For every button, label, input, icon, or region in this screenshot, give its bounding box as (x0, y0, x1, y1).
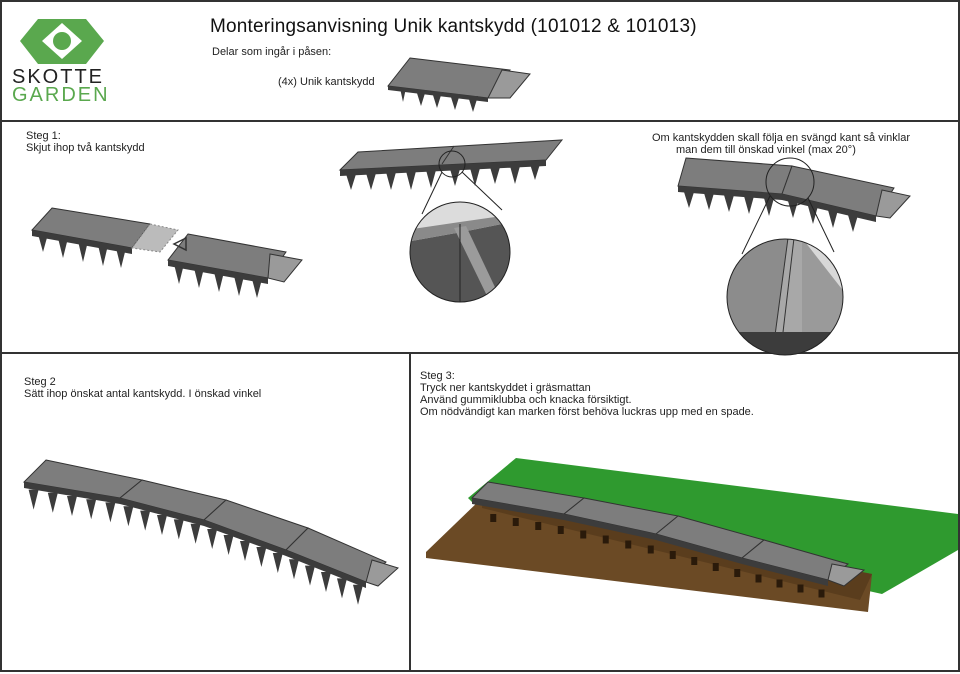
step3-heading: Steg 3: (420, 370, 455, 382)
step1-text: Skjut ihop två kantskydd (26, 142, 145, 154)
step3-line2: Använd gummiklubba och knacka försiktigt… (420, 394, 632, 406)
soil-slot (557, 526, 564, 534)
chain-tooth (140, 510, 151, 531)
chain-tooth (123, 506, 134, 527)
chain-tooth (305, 565, 315, 586)
parts-heading: Delar som ingår i påsen: (212, 46, 332, 58)
chain-tooth (353, 584, 363, 605)
logo-text-top: SKOTTE (12, 66, 105, 88)
soil-slot (580, 530, 587, 539)
soil-slot (691, 557, 698, 565)
chain-tooth (337, 578, 347, 599)
step3-slots (490, 514, 825, 598)
chain-tooth (207, 529, 218, 549)
step3-line3: Om nödvändigt kan marken först behöva lu… (420, 406, 754, 418)
step1-angle-note-line1: Om kantskydden skall följa en svängd kan… (652, 132, 911, 144)
soil-slot (490, 514, 497, 522)
page-title: Monteringsanvisning Unik kantskydd (1010… (210, 16, 697, 37)
step2-heading: Steg 2 (24, 376, 56, 388)
soil-slot (818, 589, 825, 598)
step1-angle-note-line2: man dem till önskad vinkel (max 20°) (676, 144, 856, 156)
soil-slot (776, 579, 783, 588)
step1-joined-illustration (338, 139, 564, 303)
chain-tooth (289, 559, 299, 580)
soil-slot (755, 574, 762, 583)
chain-tooth (157, 515, 167, 535)
chain-tooth (86, 499, 97, 520)
divider-top (2, 120, 960, 122)
chain-tooth (67, 496, 77, 516)
step2-teeth (28, 489, 363, 605)
logo-text-bottom: GARDEN (12, 84, 110, 106)
chain-tooth (28, 489, 39, 510)
soil-slot (647, 545, 654, 554)
step2-text: Sätt ihop önskat antal kantskydd. I önsk… (24, 388, 262, 400)
divider-middle (2, 352, 960, 354)
step1-join-illustration (31, 207, 303, 298)
step1-heading: Steg 1: (26, 130, 61, 142)
soil-slot (669, 551, 676, 559)
chain-tooth (173, 519, 184, 540)
chain-tooth (256, 547, 267, 567)
step1-angled-illustration (677, 157, 911, 356)
chain-tooth (190, 523, 201, 544)
step3-line1: Tryck ner kantskyddet i gräsmattan (420, 382, 591, 394)
chain-tooth (272, 553, 283, 573)
step2-chain-illustration (22, 459, 399, 605)
divider-vertical (409, 352, 411, 670)
step3-lawn-illustration (426, 458, 958, 612)
chain-tooth (47, 492, 58, 513)
soil-slot (625, 540, 632, 549)
soil-slot (535, 522, 542, 530)
chain-tooth (321, 572, 331, 592)
soil-slot (712, 563, 719, 571)
chain-tooth (223, 535, 234, 555)
chain-tooth (105, 502, 116, 523)
soil-slot (797, 584, 804, 593)
parts-item: (4x) Unik kantskydd (278, 76, 375, 88)
chain-tooth (240, 541, 250, 561)
part-illustration (387, 57, 531, 112)
soil-slot (512, 518, 519, 526)
soil-slot (602, 535, 609, 544)
soil-slot (734, 569, 741, 577)
